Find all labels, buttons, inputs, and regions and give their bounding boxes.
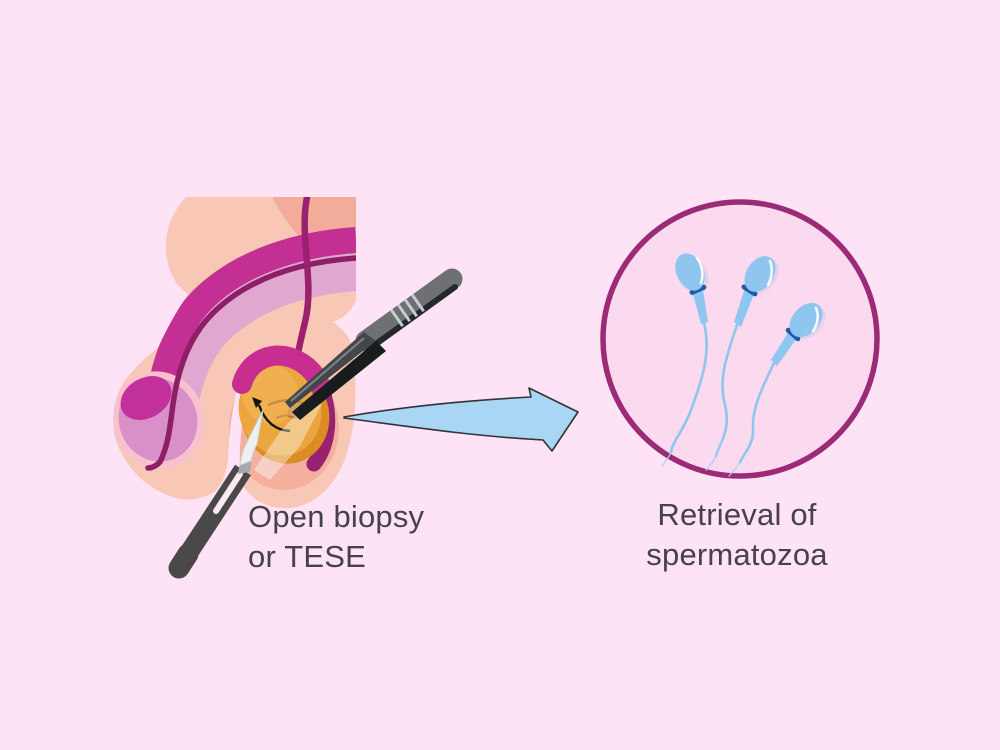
penis-shaft-magenta-band: [148, 227, 356, 389]
right-caption-line2: spermatozoa: [646, 537, 828, 572]
circle-frame: [600, 199, 880, 479]
glans-penis: [113, 371, 205, 469]
right-caption-line1: Retrieval of: [657, 497, 817, 532]
flow-arrow-icon: [343, 387, 579, 452]
left-caption: Open biopsy or TESE: [248, 497, 424, 577]
left-caption-line1: Open biopsy: [248, 499, 425, 534]
blade-gleam: [254, 402, 322, 480]
sperm-retrieval-circle: [600, 199, 880, 479]
sperm-icon: [728, 302, 826, 477]
urethra-line: [145, 255, 356, 471]
tweezers-icon: [285, 268, 463, 420]
incision-arc-arrow: [252, 397, 291, 433]
left-caption-line2: or TESE: [248, 539, 366, 574]
penis-shaft-mauve-band: [159, 253, 356, 417]
sperm-icon: [705, 256, 779, 471]
scalpel-icon: [168, 409, 264, 579]
sperm-icon: [661, 253, 709, 467]
right-caption: Retrieval of spermatozoa: [587, 495, 887, 575]
testicular-biopsy-illustration: [113, 197, 463, 579]
